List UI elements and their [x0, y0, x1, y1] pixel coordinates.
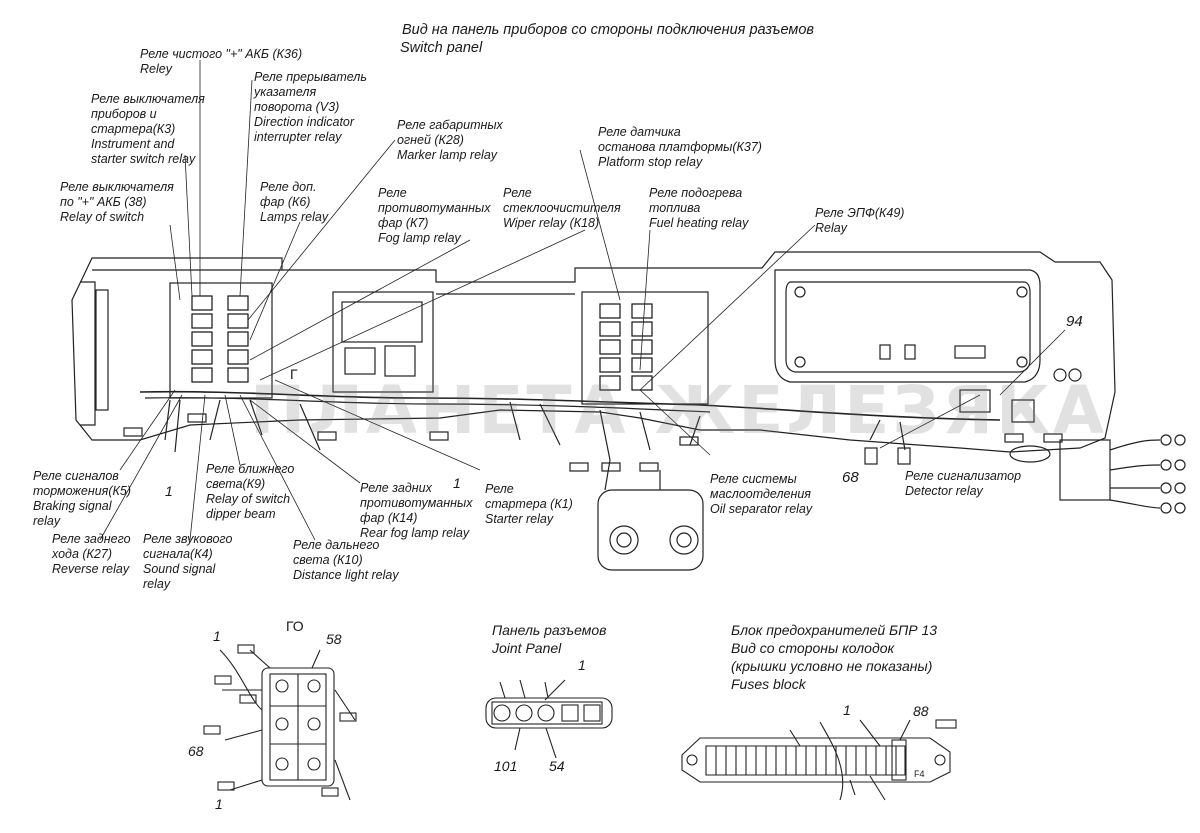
number-1: 1: [578, 657, 586, 673]
instrument-cluster: [774, 269, 1041, 383]
title-ru: Вид на панель приборов со стороны подклю…: [402, 22, 814, 38]
label-k36: Реле чистого "+" АКБ (К36)Reley: [140, 47, 303, 76]
gauge-block: [597, 489, 704, 571]
number-1: 1: [215, 796, 223, 812]
dashboard-inner-top: [92, 269, 575, 295]
number-1: 1: [165, 483, 173, 499]
number-101: 101: [494, 758, 518, 774]
dashboard-outline: [71, 251, 1116, 453]
letter-g: Г: [290, 366, 298, 382]
fuse-label-f4: F4: [914, 769, 925, 779]
number-94: 94: [1066, 313, 1083, 330]
number-58: 58: [326, 631, 342, 647]
watermark: ПЛАНЕТА ЖЕЛЕЗЯКА: [250, 372, 1108, 449]
leader-lines: [99, 60, 1066, 541]
title-en: Switch panel: [400, 40, 483, 56]
main-harness: [139, 390, 1001, 421]
label-k49: Реле ЭПФ(К49)Relay: [815, 206, 905, 235]
relay-grids: [191, 295, 653, 391]
connector-go: [203, 644, 357, 801]
number-88: 88: [913, 703, 929, 719]
number-68: 68: [188, 743, 204, 759]
center-module: [332, 291, 434, 393]
number-68: 68: [842, 469, 859, 486]
dashboard-left-end: [80, 281, 96, 426]
fuses-block-drawing: [681, 719, 957, 801]
number-1: 1: [843, 702, 851, 718]
joint-panel-drawing: [485, 679, 613, 759]
label-k6: Реле доп.фар (К6)Lamps relay: [260, 180, 329, 224]
number-1: 1: [453, 475, 461, 491]
connector-go-title: ГО: [286, 618, 304, 634]
left-column-panel: [95, 289, 109, 411]
number-54: 54: [549, 758, 565, 774]
number-1: 1: [213, 628, 221, 644]
